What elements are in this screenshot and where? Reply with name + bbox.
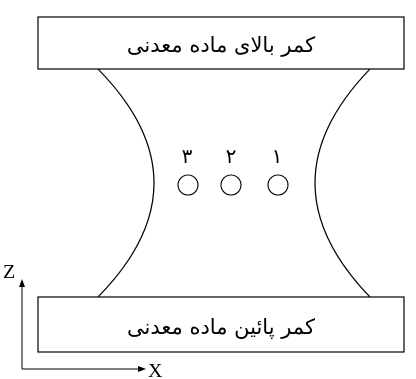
point-3-label: ۳ <box>182 144 193 168</box>
lower-wall-label: کمر پائین ماده معدنی <box>127 315 315 339</box>
right-pillar-boundary <box>314 68 371 298</box>
lower-wall: کمر پائین ماده معدنی <box>37 296 405 353</box>
coordinate-axes: Z X <box>3 261 163 379</box>
upper-wall-box <box>37 16 405 70</box>
measurement-point-3: ۳ <box>177 144 199 196</box>
x-axis-arrowhead <box>138 366 146 372</box>
point-1-circle <box>267 174 289 196</box>
point-2-label: ۲ <box>226 144 237 168</box>
measurement-point-1: ۱ <box>267 144 289 196</box>
z-axis-arrowhead <box>19 279 25 287</box>
upper-wall: کمر بالای ماده معدنی <box>37 16 405 70</box>
lower-wall-box <box>37 296 405 353</box>
upper-wall-label: کمر بالای ماده معدنی <box>127 33 315 57</box>
point-2-circle <box>220 174 242 196</box>
point-3-circle <box>177 174 199 196</box>
left-pillar-boundary <box>97 68 155 298</box>
point-1-label: ۱ <box>272 144 283 168</box>
measurement-point-2: ۲ <box>220 144 242 196</box>
z-axis-label: Z <box>3 261 15 283</box>
x-axis-label: X <box>148 360 163 379</box>
